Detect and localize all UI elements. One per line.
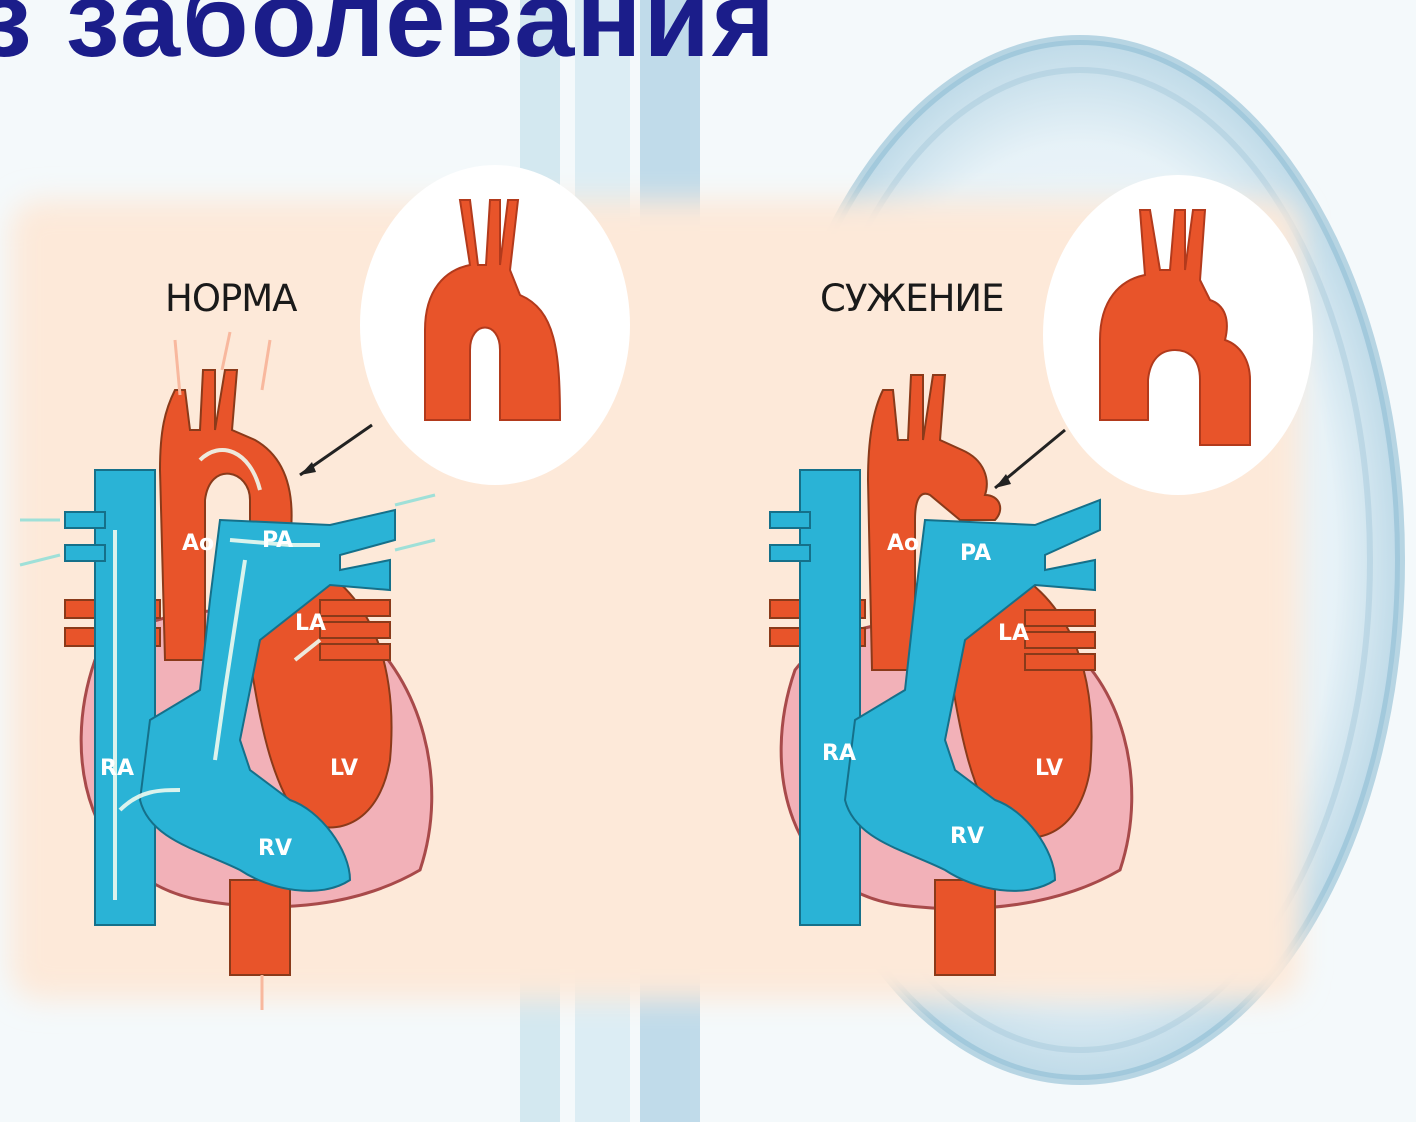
chamber-label-lv-narrowing: LV	[1035, 756, 1063, 781]
chamber-label-la-narrowing: LA	[998, 621, 1029, 646]
chamber-label-pa-narrowing: PA	[960, 541, 991, 566]
chamber-label-ao-narrowing: Ao	[887, 531, 919, 556]
chamber-label-ra-narrowing: RA	[822, 741, 856, 766]
chamber-label-rv-narrowing: RV	[950, 824, 984, 849]
